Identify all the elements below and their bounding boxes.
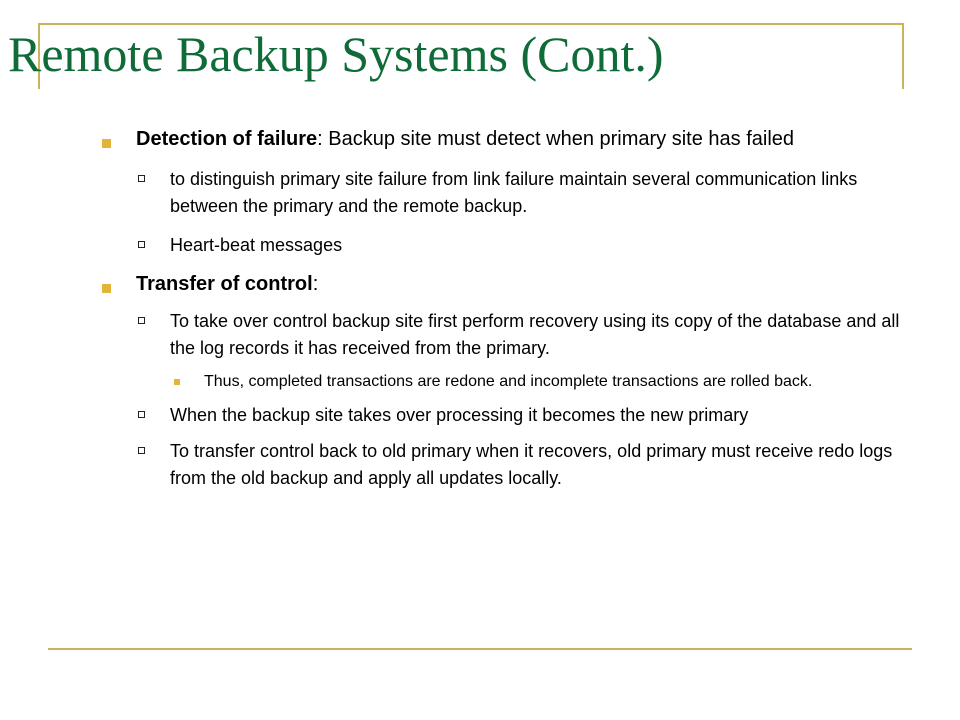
sub-bullet-item: To transfer control back to old primary … [100, 438, 900, 492]
slide-title: Remote Backup Systems (Cont.) [8, 26, 664, 82]
small-square-bullet-icon [174, 379, 180, 385]
sub-bullet-text: To take over control backup site first p… [170, 311, 900, 358]
hollow-square-bullet-icon [138, 175, 145, 182]
square-bullet-icon [102, 139, 111, 148]
right-accent-line [902, 23, 904, 89]
sub-bullet-text: When the backup site takes over processi… [170, 405, 749, 425]
sub-bullet-item: To take over control backup site first p… [100, 308, 900, 362]
left-accent-line [38, 23, 40, 89]
sub-bullet-item: When the backup site takes over processi… [100, 402, 900, 429]
slide-body: Detection of failure: Backup site must d… [100, 122, 900, 492]
sub-sub-bullet-item: Thus, completed transactions are redone … [100, 369, 900, 394]
bullet-rest: : Backup site must detect when primary s… [317, 128, 795, 150]
hollow-square-bullet-icon [138, 447, 145, 454]
bullet-text: Transfer of control: [136, 267, 900, 299]
sub-bullet-item: Heart-beat messages [100, 232, 900, 259]
sub-bullet-text: Heart-beat messages [170, 235, 343, 255]
bullet-text: Detection of failure: Backup site must d… [136, 122, 900, 154]
bullet-term: Transfer of control [136, 273, 313, 295]
bullet-item-detection-of-failure: Detection of failure: Backup site must d… [100, 122, 900, 154]
top-accent-line [40, 23, 904, 25]
hollow-square-bullet-icon [138, 241, 145, 248]
bullet-rest: : [312, 273, 319, 295]
hollow-square-bullet-icon [138, 411, 145, 418]
hollow-square-bullet-icon [138, 317, 145, 324]
sub-sub-bullet-text: Thus, completed transactions are redone … [204, 373, 813, 390]
square-bullet-icon [102, 284, 111, 293]
bullet-term: Detection of failure [136, 128, 318, 150]
sub-bullet-text: to distinguish primary site failure from… [170, 169, 858, 216]
bottom-accent-line [48, 648, 912, 650]
sub-bullet-text: To transfer control back to old primary … [170, 441, 893, 488]
sub-bullet-item: to distinguish primary site failure from… [100, 166, 900, 220]
bullet-item-transfer-of-control: Transfer of control: [100, 267, 900, 299]
